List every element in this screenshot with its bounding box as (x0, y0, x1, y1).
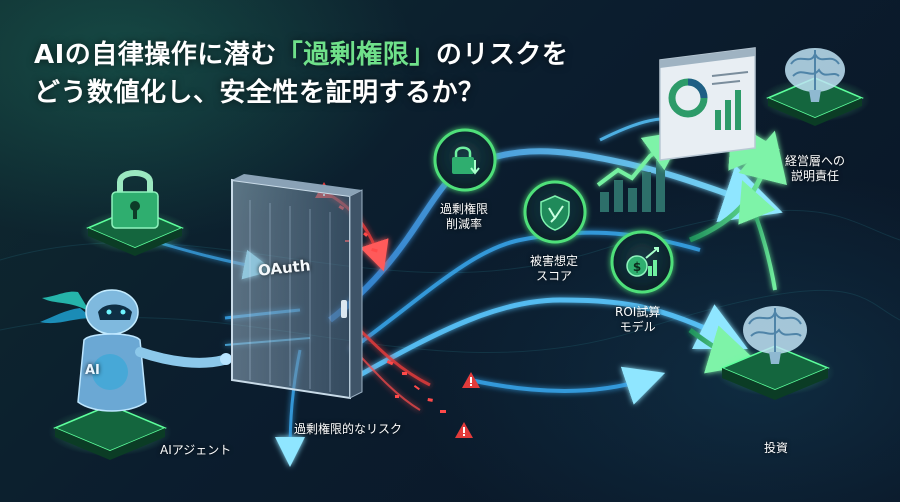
page-title-line-2: どう数値化し、安全性を証明するか？ (34, 78, 485, 108)
flow-to-roi (358, 297, 748, 378)
money-growth-icon: $ (626, 247, 659, 277)
metric-reduction-label: 過剰権限 削減率 (440, 202, 488, 232)
growth-bars-icon (596, 130, 685, 212)
metric-roi-label: ROI試算 モデル (615, 305, 660, 335)
executives-label: 経営層への 説明責任 (785, 154, 845, 184)
metric-damage-line-2: スコア (536, 269, 573, 283)
ai-agent-label: AIアジェント (160, 443, 232, 457)
oauth-gateway (231, 174, 363, 400)
warning-icon (462, 372, 480, 388)
title-suffix: のリスクを (435, 40, 569, 70)
title-highlight: 「過剰権限」 (276, 40, 436, 70)
dashboard-chart-icon (659, 47, 756, 161)
metric-roi-line-2: モデル (619, 320, 656, 334)
robot-icon (40, 289, 232, 412)
brain-icon (743, 306, 807, 364)
metric-damage-label: 被害想定 スコア (530, 254, 578, 284)
executives-line-1: 経営層への (785, 154, 846, 168)
metric-circle-reduction (433, 128, 497, 192)
lock-down-arrow-icon (452, 146, 480, 175)
executives-line-2: 説明責任 (791, 169, 840, 183)
red-streak-lower (358, 328, 431, 387)
roi-loop-arrow (469, 366, 666, 405)
main-flow-arrow (328, 148, 783, 323)
svg-text:$: $ (633, 260, 641, 274)
metric-reduction-line-2: 削減率 (446, 217, 483, 231)
robot-badge: AI (85, 363, 100, 378)
investment-label: 投資 (764, 441, 789, 455)
metric-roi-line-1: ROI試算 (615, 305, 661, 319)
title-prefix: AIの自律操作に潜む (34, 40, 277, 70)
green-arrow-invest-exec (738, 180, 777, 291)
warning-icon (455, 422, 473, 438)
shield-icon (540, 195, 570, 231)
invest-pad (715, 345, 835, 400)
metric-circle-damage (523, 180, 587, 244)
brain-icon (785, 48, 845, 102)
metric-circle-roi: $ (610, 230, 674, 294)
page-title-line-1: AIの自律操作に潜む「過剰権限」のリスクを (34, 34, 568, 71)
padlock-icon (111, 170, 159, 229)
agent-pad (48, 404, 172, 460)
metric-damage-line-1: 被害想定 (530, 254, 579, 268)
risk-label: 過剰権限的なリスク (294, 422, 403, 436)
metric-reduction-line-1: 過剰権限 (440, 202, 489, 216)
